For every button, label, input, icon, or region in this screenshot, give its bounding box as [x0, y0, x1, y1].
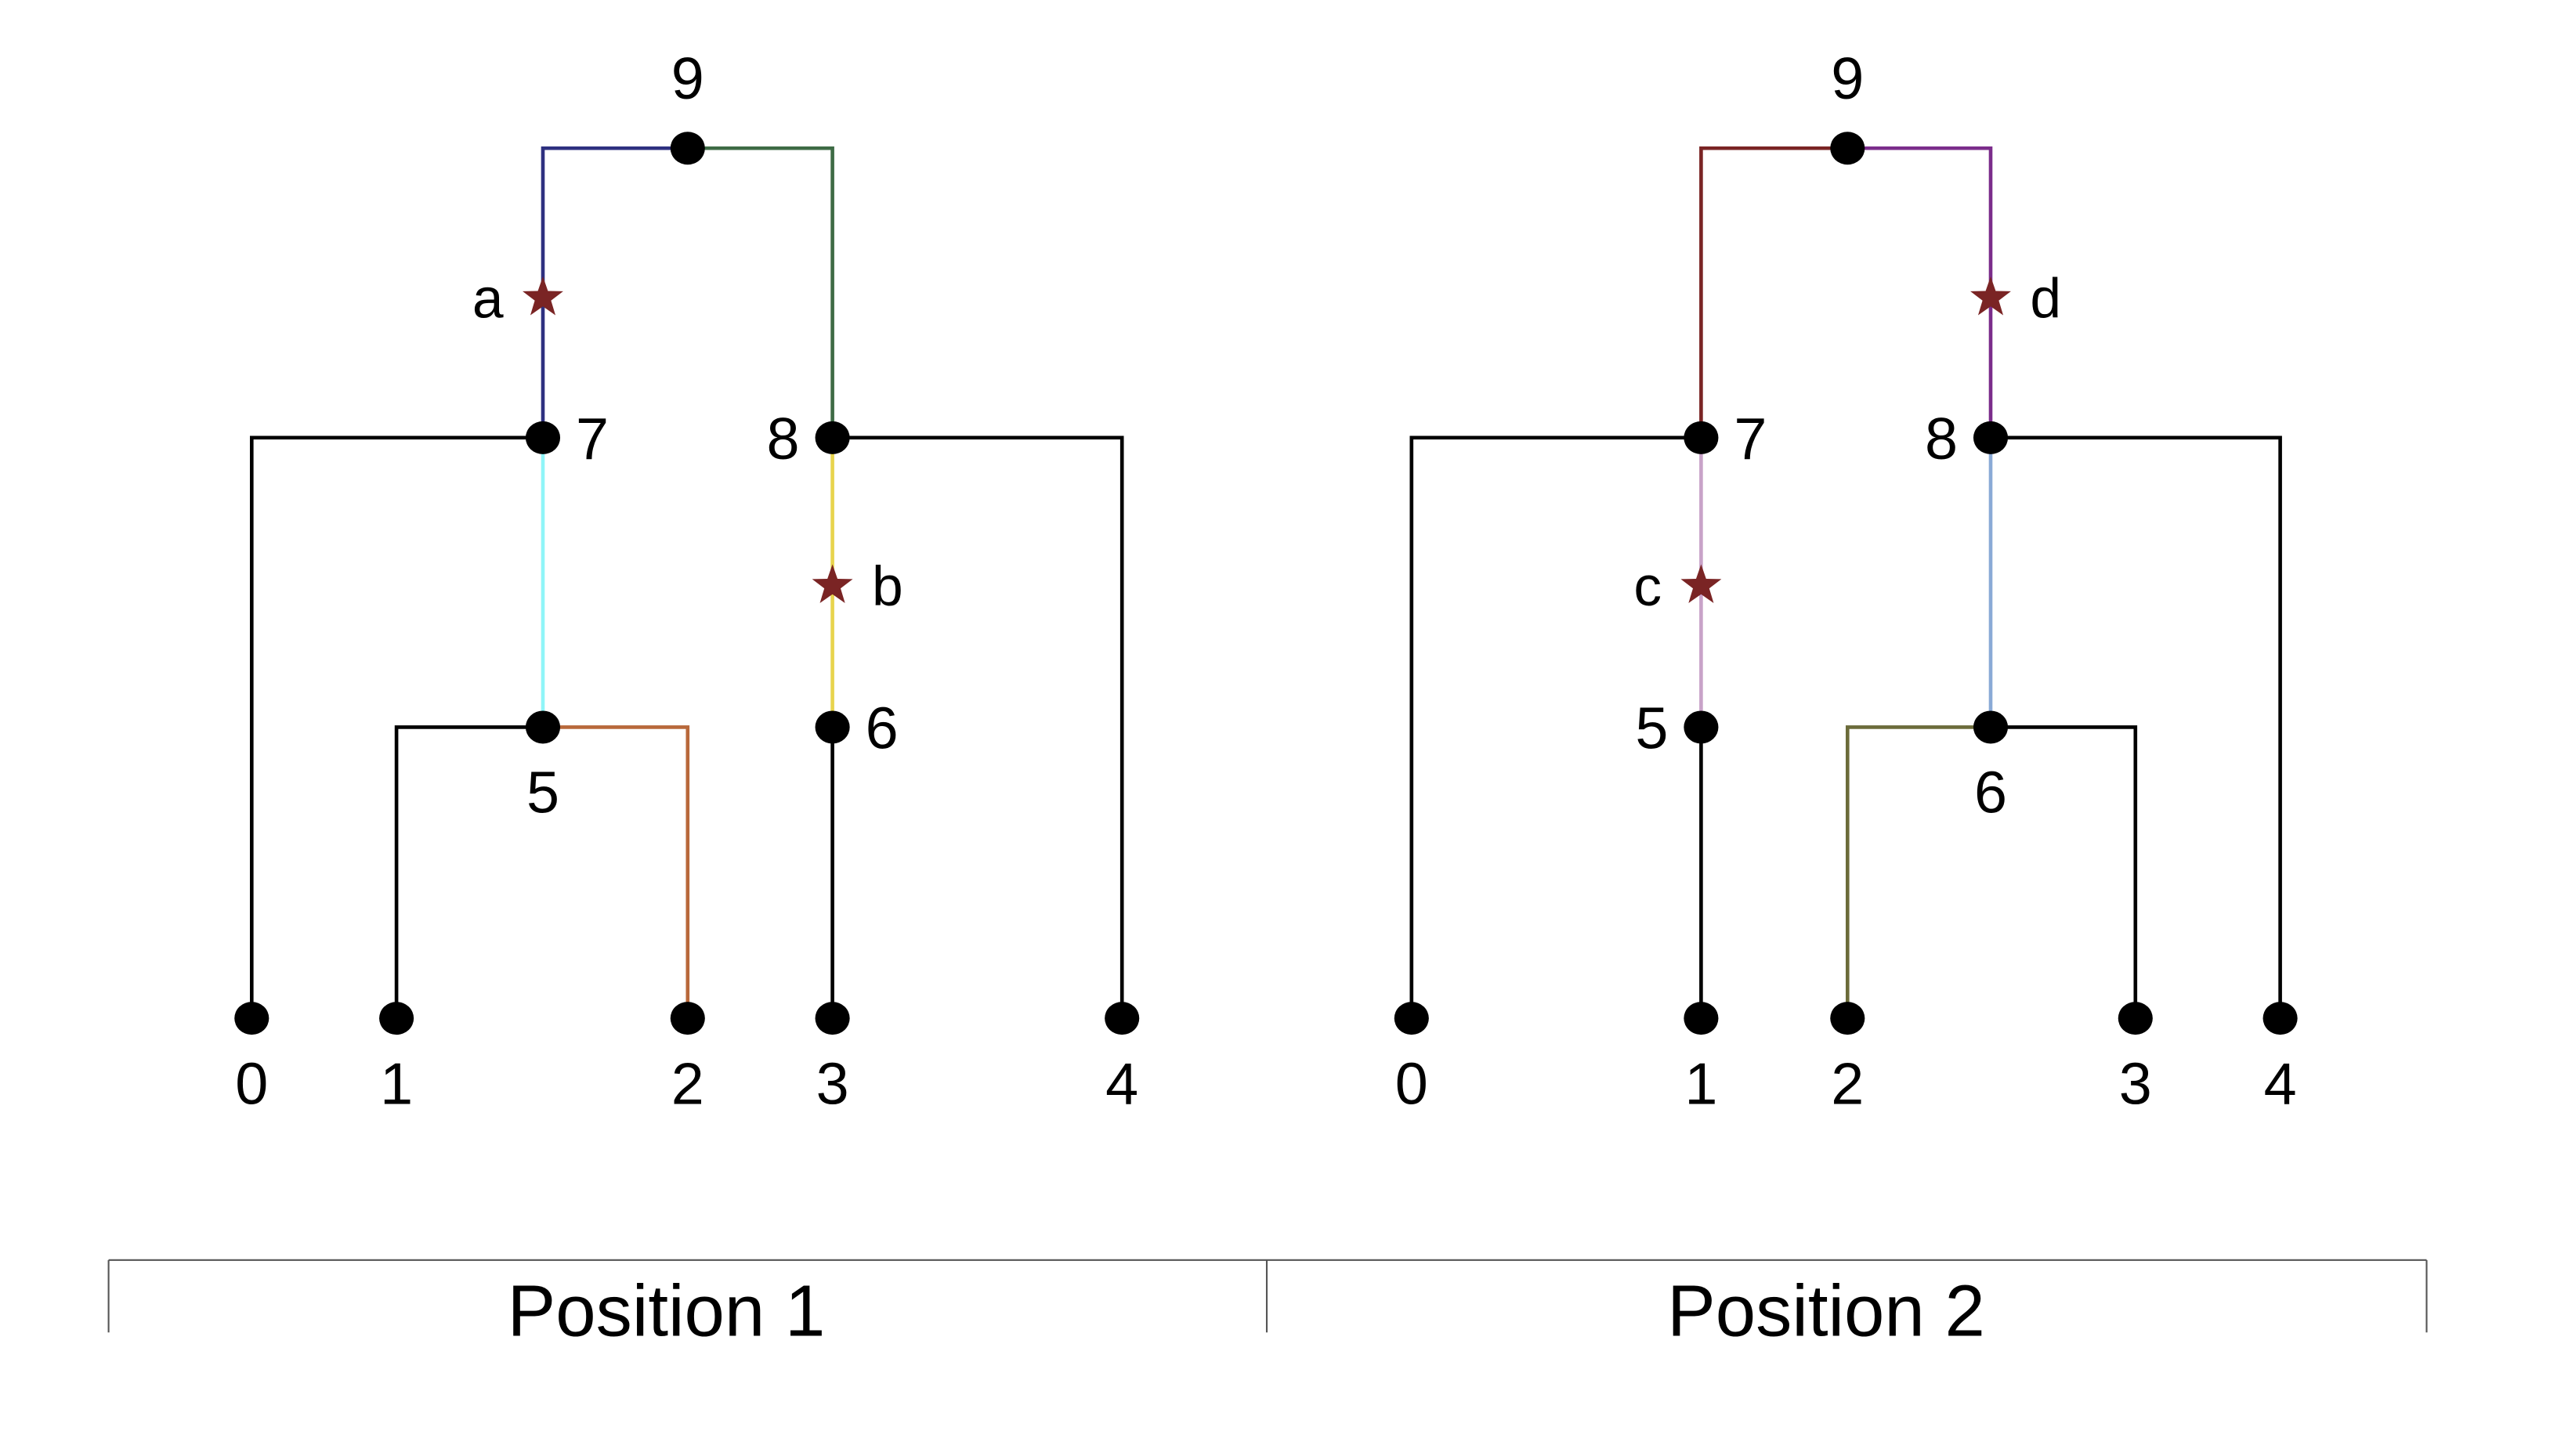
mutation-star-icon	[1970, 276, 2011, 316]
node-label: 9	[1831, 46, 1864, 112]
mutation-label: c	[1633, 555, 1662, 618]
node-label: 3	[816, 1051, 849, 1117]
node-label: 0	[1395, 1051, 1428, 1117]
node-label: 6	[866, 696, 899, 762]
node-label: 7	[1734, 406, 1767, 472]
node-label: 8	[1925, 406, 1958, 472]
tree-1: a b 0 1 2 3 4 5 6 7 8 9	[234, 46, 1140, 1117]
node-3	[2118, 1002, 2153, 1035]
node-label: 6	[1974, 761, 2007, 826]
node-1	[1684, 1002, 1719, 1035]
node-label: 1	[380, 1051, 413, 1117]
edge-8-4	[832, 435, 1124, 1019]
node-label: 1	[1684, 1051, 1717, 1117]
position-1-label: Position 1	[508, 1270, 826, 1351]
node-1	[379, 1002, 414, 1035]
mutation-star-icon	[812, 564, 853, 603]
node-3	[815, 1002, 850, 1035]
node-9	[670, 132, 705, 165]
edge-7-0	[1409, 435, 1702, 1019]
node-7	[1684, 421, 1719, 454]
position-axis: Position 1 Position 2	[107, 1259, 2428, 1351]
edge-8-4	[1991, 435, 2282, 1019]
tree-2: c d 0 1 2 3 4 5 6 7 8 9	[1394, 46, 2298, 1117]
node-5	[525, 710, 561, 744]
node-label: 4	[2264, 1051, 2297, 1117]
edge-6-3	[1991, 725, 2138, 1019]
node-7	[525, 421, 561, 454]
node-0	[1394, 1002, 1429, 1035]
mutation-label: b	[872, 555, 903, 618]
node-label: 2	[1831, 1051, 1864, 1117]
mutation-label: d	[2030, 268, 2061, 331]
node-label: 5	[526, 761, 559, 826]
node-4	[1105, 1002, 1140, 1035]
node-4	[2262, 1002, 2298, 1035]
mutation-star-icon	[523, 276, 563, 316]
edge-5-1	[394, 725, 543, 1019]
mutation-label: a	[472, 268, 504, 331]
node-label: 3	[2119, 1051, 2152, 1117]
position-2-label: Position 2	[1667, 1270, 1985, 1351]
node-2	[1830, 1002, 1865, 1035]
node-8	[1973, 421, 2009, 454]
node-2	[670, 1002, 705, 1035]
node-label: 0	[235, 1051, 268, 1117]
node-label: 5	[1635, 696, 1668, 762]
edge-9-8	[1847, 146, 1993, 438]
node-5	[1684, 710, 1719, 744]
node-6	[815, 710, 850, 744]
edge-5-2	[543, 725, 690, 1019]
node-label: 2	[671, 1051, 704, 1117]
node-label: 7	[576, 406, 609, 472]
node-6	[1973, 710, 2009, 744]
edge-6-2	[1845, 725, 1991, 1019]
node-0	[234, 1002, 269, 1035]
edge-9-7	[1699, 146, 1848, 438]
edge-9-8	[687, 146, 834, 438]
edge-9-7	[541, 146, 688, 438]
node-9	[1830, 132, 1865, 165]
node-label: 4	[1105, 1051, 1138, 1117]
node-8	[815, 421, 850, 454]
node-label: 8	[767, 406, 800, 472]
mutation-star-icon	[1680, 564, 1722, 603]
node-label: 9	[671, 46, 704, 112]
edge-7-0	[249, 435, 543, 1019]
